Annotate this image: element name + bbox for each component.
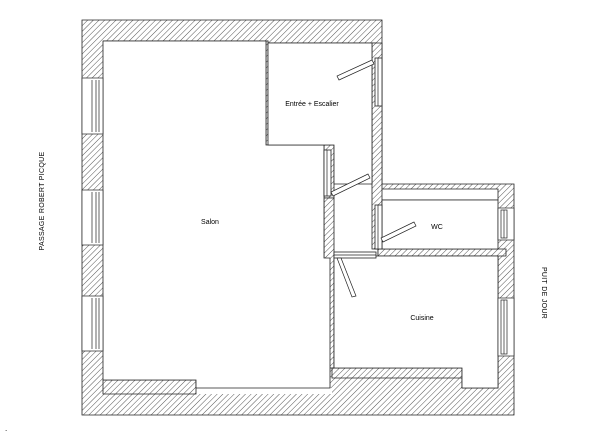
interior-wall-wc-kitchen — [377, 248, 507, 257]
interior-wall-kitchen-floor — [331, 367, 463, 379]
window-left-2 — [81, 189, 104, 246]
window-wc — [497, 207, 515, 241]
window-left-1 — [81, 77, 104, 135]
door-entree-main — [336, 57, 383, 107]
street-label-right: PUIT DE JOUR — [540, 267, 547, 319]
salon-floor — [102, 40, 331, 389]
bottom-step — [196, 388, 332, 394]
door-entree-salon — [323, 149, 371, 197]
room-label-wc: WC — [431, 224, 443, 231]
room-label-salon: Salon — [201, 219, 219, 226]
corner-mark: . — [5, 424, 7, 433]
salon-bottom-wall — [102, 379, 197, 395]
street-label-left: PASSAGE ROBERT PICQUE — [39, 152, 46, 251]
entree-floor — [267, 42, 373, 185]
kitchen-floor — [333, 255, 499, 389]
door-kitchen — [333, 251, 377, 298]
window-kitchen — [497, 297, 515, 357]
room-label-cuisine: Cuisine — [410, 315, 433, 322]
door-wc — [374, 204, 417, 250]
room-label-entree: Entrée + Escalier — [285, 101, 339, 108]
window-left-3 — [81, 295, 104, 352]
